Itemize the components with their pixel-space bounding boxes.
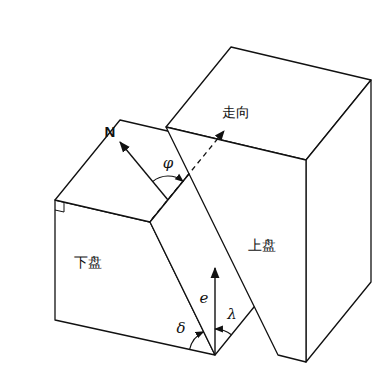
angle-label: λ bbox=[227, 307, 237, 322]
strike-label: 走向 bbox=[222, 105, 250, 119]
slip-vector bbox=[214, 268, 215, 355]
delta-arc bbox=[190, 332, 204, 350]
normal-label: N bbox=[105, 124, 116, 139]
normal-arrow bbox=[120, 142, 168, 200]
hanging-wall-label: 上盘 bbox=[248, 238, 276, 252]
phi-arc bbox=[153, 176, 184, 182]
hanging-wall-front bbox=[166, 127, 306, 362]
hanging-wall-side bbox=[306, 80, 371, 362]
strike-arrow bbox=[152, 131, 224, 219]
lambda-arc bbox=[215, 329, 231, 335]
angle-label: φ bbox=[163, 156, 174, 171]
footwall-label: 下盘 bbox=[74, 255, 102, 269]
slip-label: e bbox=[200, 291, 209, 306]
angle-label: δ bbox=[176, 321, 185, 336]
right-angle-mark bbox=[55, 202, 64, 212]
